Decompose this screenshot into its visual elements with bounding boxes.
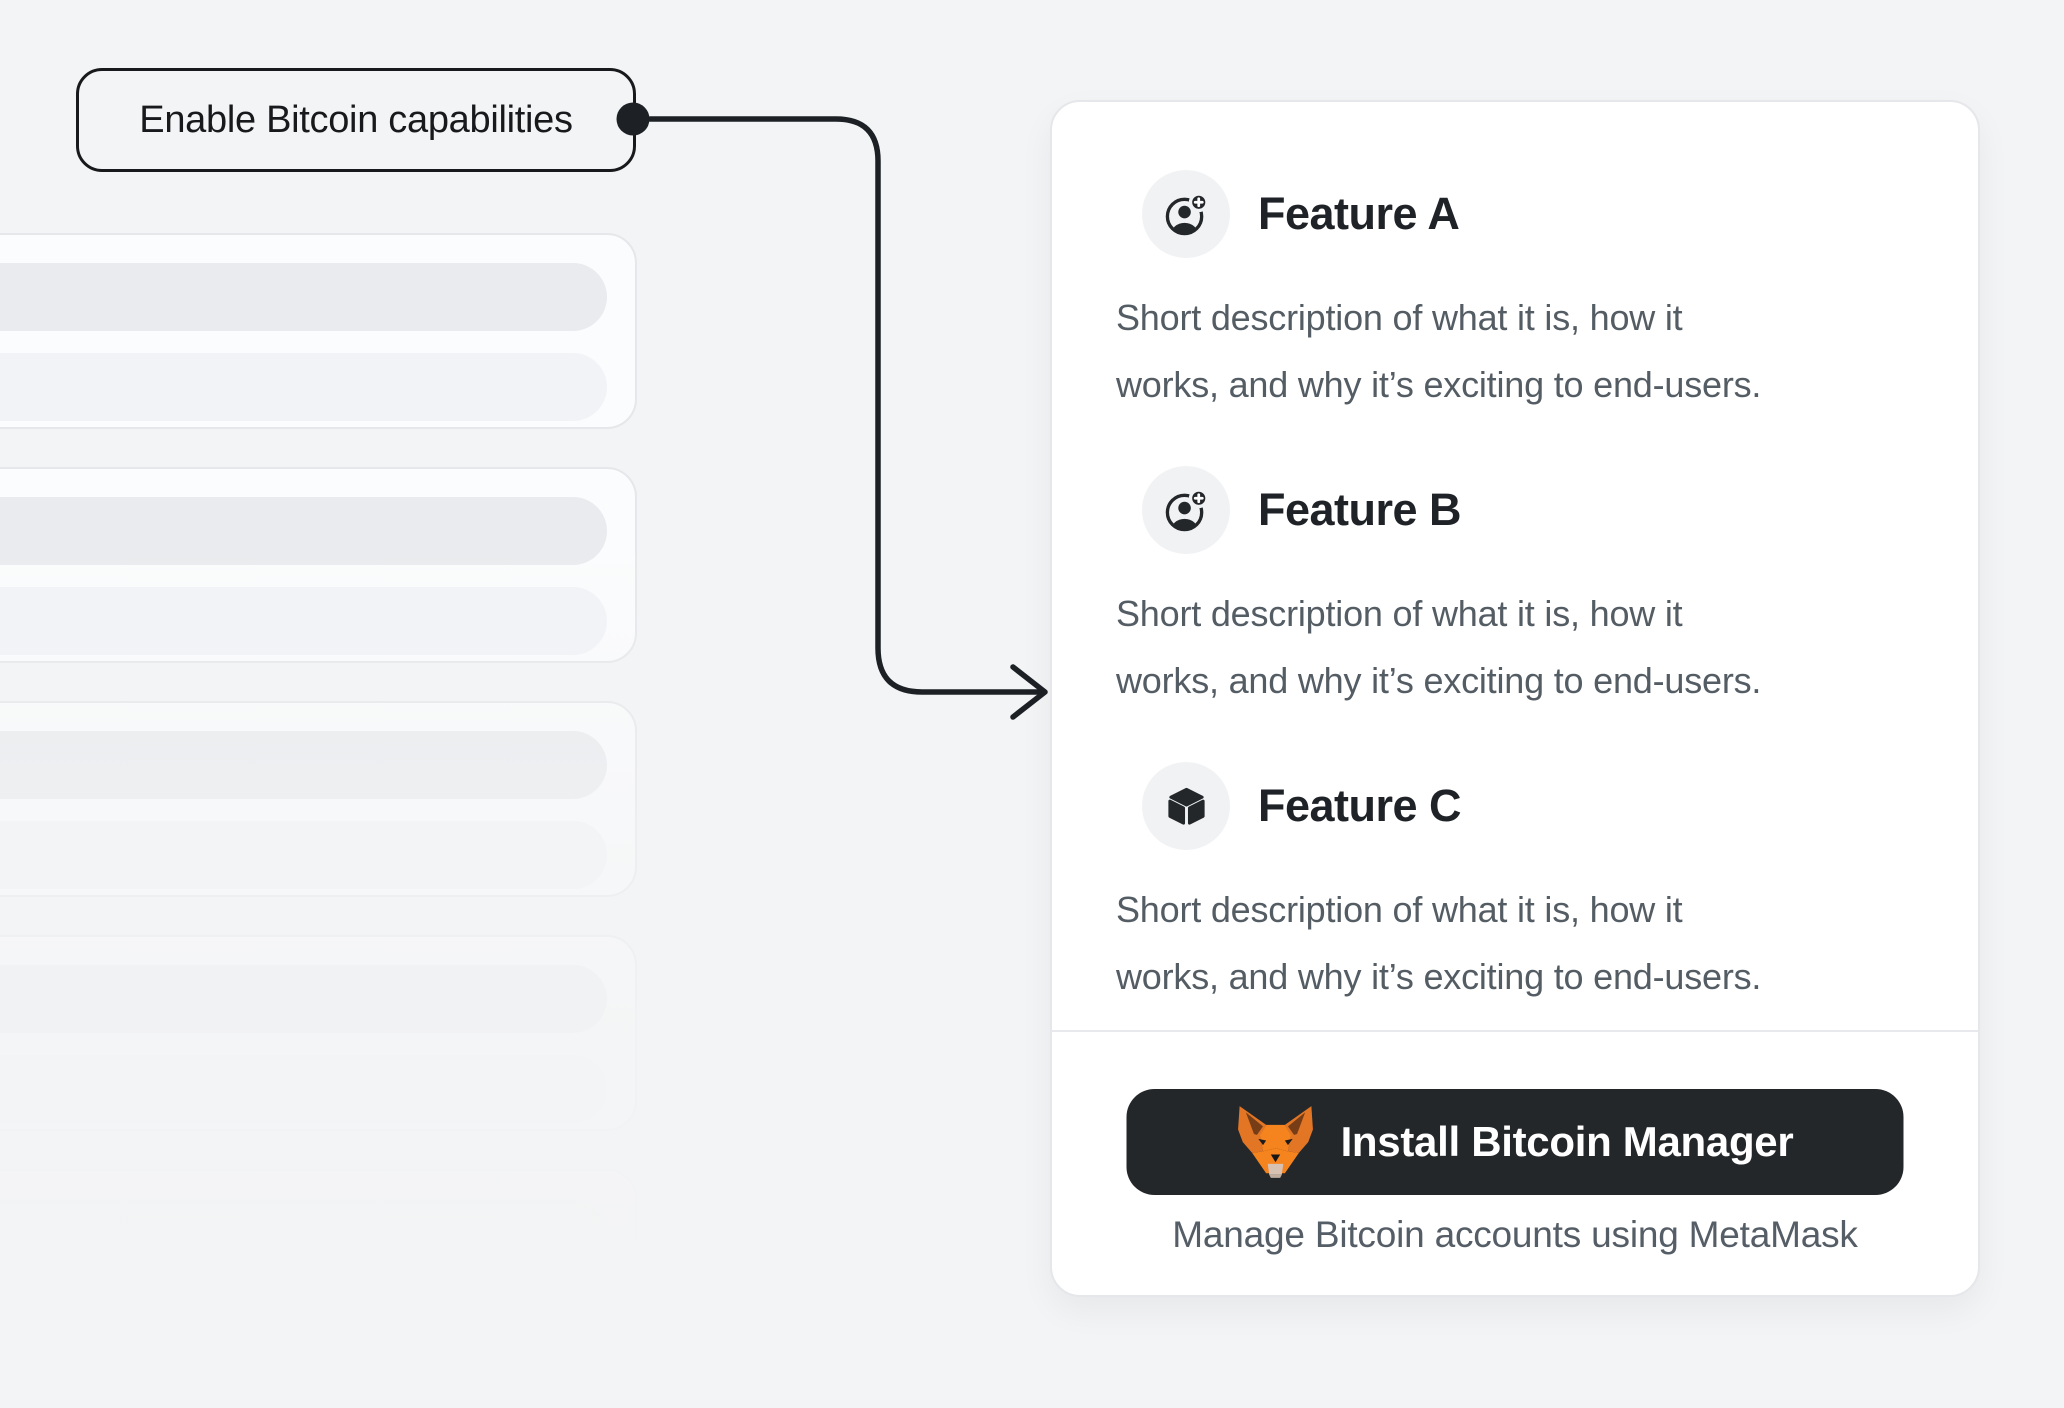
feature-description: Short description of what it is, how it … (1116, 593, 1762, 701)
skeleton-card (0, 701, 637, 897)
skeleton-column (0, 0, 637, 1408)
skeleton-bar (0, 587, 607, 655)
callout-label: Enable Bitcoin capabilities (76, 68, 636, 172)
skeleton-bar (0, 263, 607, 331)
install-bitcoin-manager-button[interactable]: Install Bitcoin Manager (1126, 1089, 1904, 1195)
skeleton-card (0, 233, 637, 429)
feature-title: Feature A (1258, 188, 1460, 239)
feature-description: Short description of what it is, how it … (1116, 297, 1762, 405)
install-button-label: Install Bitcoin Manager (1340, 1118, 1794, 1165)
feature-description: Short description of what it is, how it … (1116, 889, 1762, 997)
skeleton-bar (0, 1289, 607, 1357)
feature-header: Feature C (1142, 762, 1914, 850)
feature-item-c: Feature C Short description of what it i… (1116, 762, 1914, 1010)
skeleton-bar (0, 497, 607, 565)
install-caption: Manage Bitcoin accounts using MetaMask (1172, 1214, 1858, 1255)
feature-item-a: Feature A Short description of what it i… (1116, 170, 1914, 418)
feature-panel: Feature A Short description of what it i… (1050, 100, 1980, 1297)
feature-list: Feature A Short description of what it i… (1052, 102, 1978, 1010)
skeleton-bar (0, 353, 607, 421)
skeleton-bar (0, 821, 607, 889)
feature-title: Feature C (1258, 780, 1462, 831)
arrowhead-icon (1010, 664, 1048, 720)
feature-header: Feature B (1142, 466, 1914, 554)
metamask-fox-icon (1237, 1106, 1315, 1178)
skeleton-card (0, 1169, 637, 1365)
skeleton-bar (0, 965, 607, 1033)
callout-label-text: Enable Bitcoin capabilities (139, 98, 573, 141)
cube-icon (1142, 762, 1230, 850)
feature-item-b: Feature B Short description of what it i… (1116, 466, 1914, 714)
user-plus-icon (1142, 466, 1230, 554)
skeleton-bar (0, 1055, 607, 1123)
skeleton-bar (0, 731, 607, 799)
user-plus-icon (1142, 170, 1230, 258)
skeleton-bar (0, 1199, 607, 1267)
divider (1052, 1030, 1978, 1032)
feature-title: Feature B (1258, 484, 1462, 535)
skeleton-card (0, 467, 637, 663)
feature-header: Feature A (1142, 170, 1914, 258)
skeleton-card (0, 935, 637, 1131)
